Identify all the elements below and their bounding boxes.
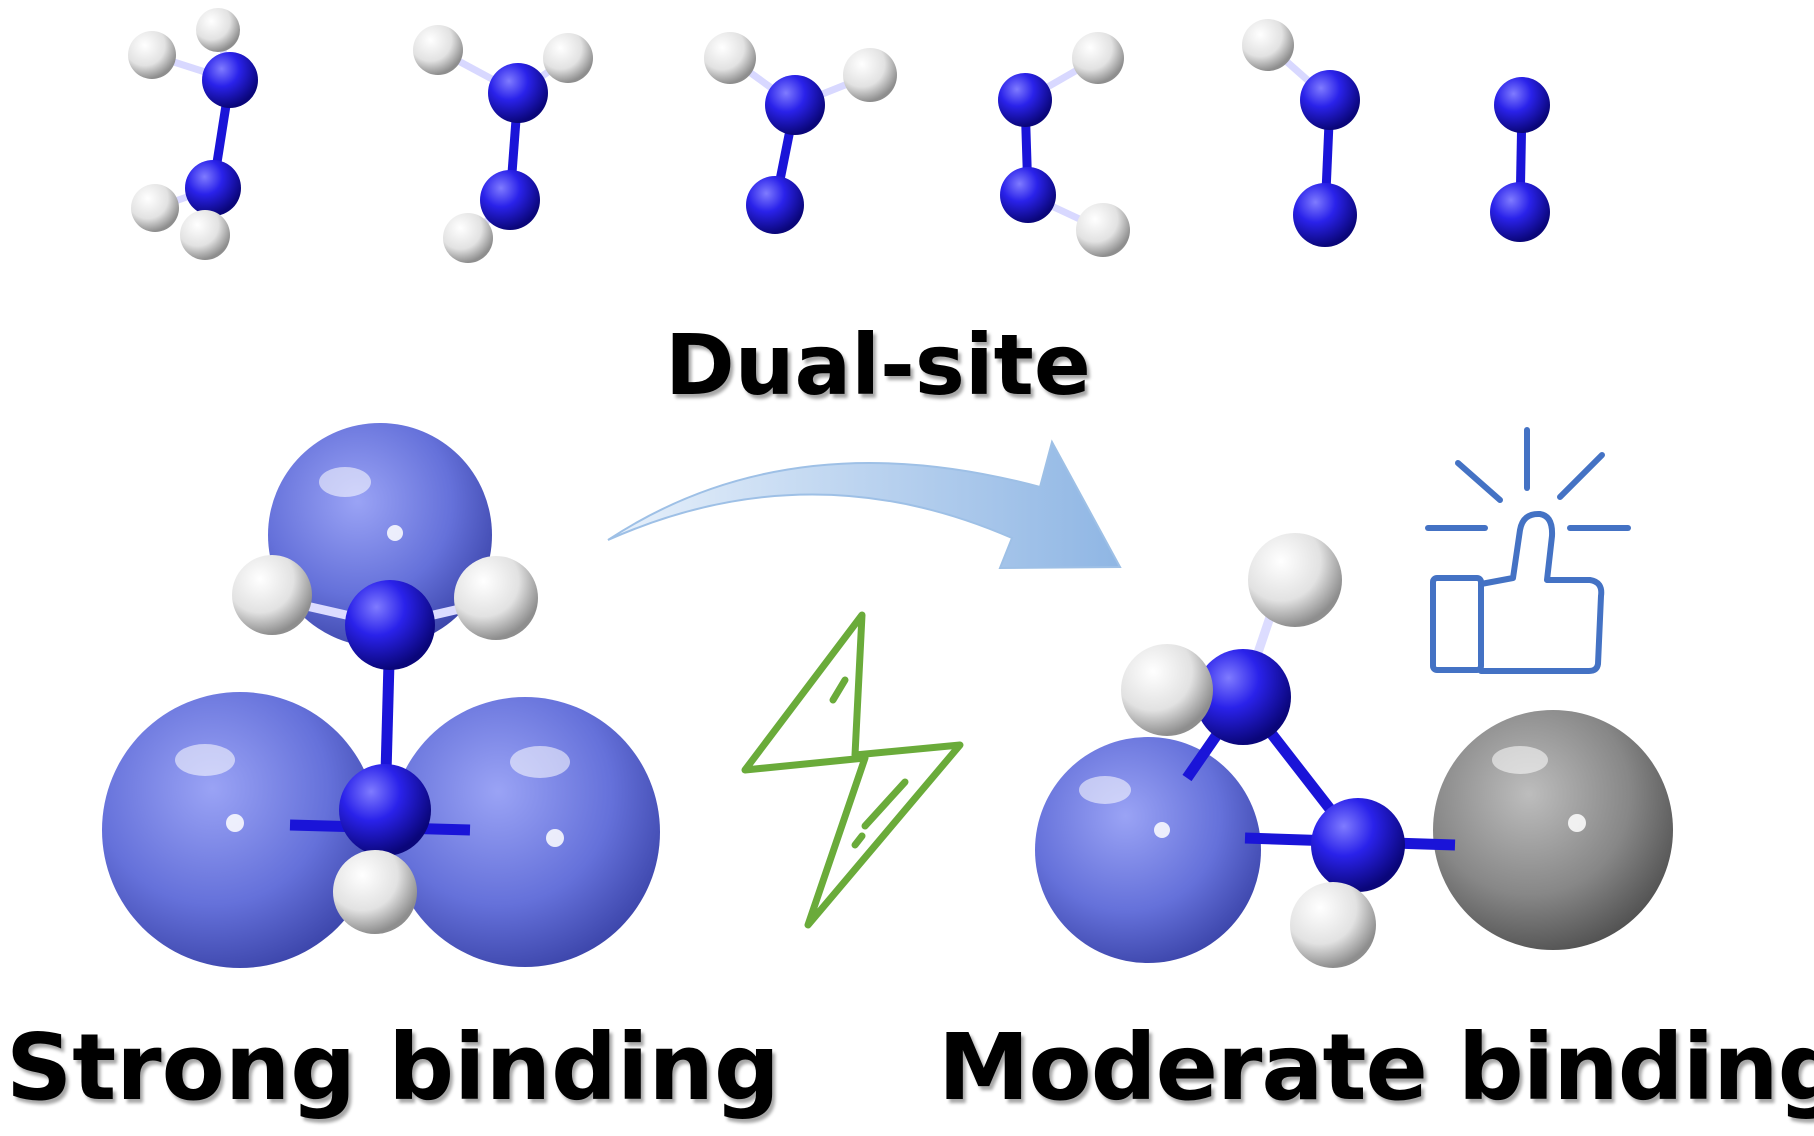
moderate-binding-structure [1035,533,1673,968]
lightning-bolt-icon [741,611,964,929]
intermediate-n2h2-b [998,32,1130,257]
intermediate-n2h2-a [704,32,897,234]
dual-site-label: Dual-site [665,316,1091,414]
curved-arrow-icon [607,439,1122,570]
intermediate-n2h [1242,19,1360,247]
strong-binding-structure [102,423,660,968]
thumbs-up-icon [1425,427,1631,674]
intermediate-n2 [1490,77,1550,242]
strong-binding-label: Strong binding [6,1014,780,1121]
intermediate-n2h3 [413,25,593,263]
intermediate-n2h4 [128,8,258,260]
moderate-binding-label: Moderate binding [938,1014,1814,1121]
